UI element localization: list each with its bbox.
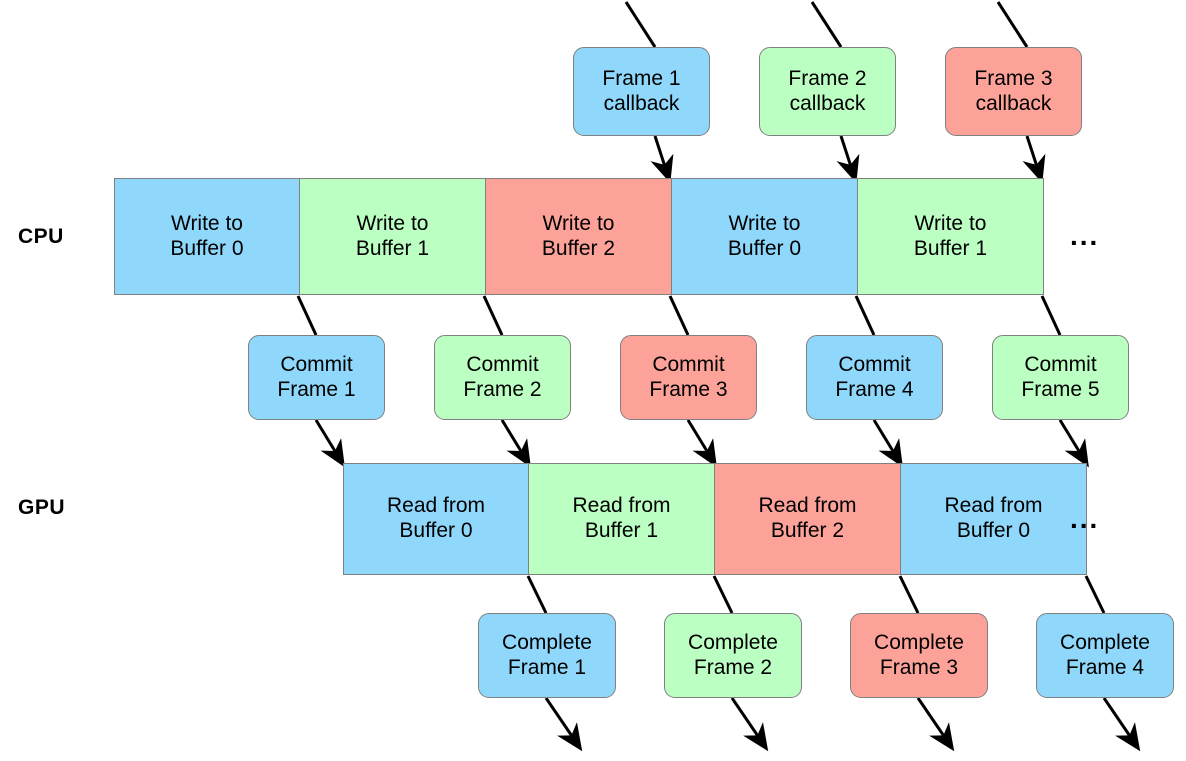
connector-commit-3-to-gpu	[686, 419, 717, 468]
complete-complete-frame-1[interactable]: Complete Frame 1	[478, 613, 616, 698]
gpu-segment-label: Read from Buffer 0	[386, 494, 486, 542]
connector-into-frame-2-callback	[810, 1, 843, 48]
connector-frame-2-callback-to-cpu	[836, 135, 860, 184]
connector-gpu-seg-2-to-complete-2	[712, 575, 734, 614]
connector-cpu-seg-4-to-commit-4	[854, 295, 876, 336]
commit-label: Commit Frame 5	[1021, 352, 1100, 401]
complete-label: Complete Frame 2	[688, 630, 778, 679]
complete-label: Complete Frame 4	[1060, 630, 1150, 679]
frame-callback-frame-3-callback[interactable]: Frame 3 callback	[945, 47, 1082, 136]
complete-label: Complete Frame 3	[874, 630, 964, 679]
cpu-segment-label: Write to Buffer 2	[541, 211, 616, 260]
connector-complete-4-out	[1102, 697, 1141, 752]
commit-label: Commit Frame 2	[463, 352, 542, 401]
cpu-segment-5-buffer-1[interactable]: Write to Buffer 1	[858, 178, 1044, 295]
frame-callback-frame-2-callback[interactable]: Frame 2 callback	[759, 47, 896, 136]
cpu-segment-3-buffer-2[interactable]: Write to Buffer 2	[486, 178, 672, 295]
frame-callback-label: Frame 3 callback	[974, 66, 1053, 115]
connector-complete-2-out	[730, 697, 769, 752]
gpu-segment-label: Read from Buffer 1	[572, 494, 671, 542]
connector-into-frame-1-callback	[624, 1, 657, 48]
connector-gpu-seg-1-to-complete-1	[526, 575, 548, 614]
frame-callback-frame-1-callback[interactable]: Frame 1 callback	[573, 47, 710, 136]
complete-complete-frame-4[interactable]: Complete Frame 4	[1036, 613, 1174, 698]
cpu-segment-label: Write to Buffer 0	[170, 211, 244, 260]
connector-frame-1-callback-to-cpu	[650, 135, 674, 184]
commit-commit-frame-2[interactable]: Commit Frame 2	[434, 335, 571, 420]
gpu-segment-1-buffer-0[interactable]: Read from Buffer 0	[343, 463, 529, 575]
complete-label: Complete Frame 1	[502, 630, 592, 679]
complete-complete-frame-2[interactable]: Complete Frame 2	[664, 613, 802, 698]
gpu-segment-label: Read from Buffer 0	[944, 494, 1043, 542]
gpu-segment-3-buffer-2[interactable]: Read from Buffer 2	[715, 463, 901, 575]
commit-commit-frame-4[interactable]: Commit Frame 4	[806, 335, 943, 420]
frame-callback-label: Frame 2 callback	[788, 66, 867, 115]
connector-gpu-seg-4-to-complete-4	[1084, 575, 1106, 614]
gpu-segment-4-buffer-0[interactable]: Read from Buffer 0	[901, 463, 1087, 575]
complete-complete-frame-3[interactable]: Complete Frame 3	[850, 613, 988, 698]
cpu-segment-1-buffer-0[interactable]: Write to Buffer 0	[114, 178, 300, 295]
connector-cpu-seg-3-to-commit-3	[668, 295, 690, 336]
connector-complete-3-out	[916, 697, 955, 752]
cpu-continuation-ellipsis: ...	[1070, 220, 1100, 251]
connector-commit-5-to-gpu	[1058, 419, 1089, 468]
commit-label: Commit Frame 1	[277, 352, 356, 401]
lane-label-gpu: GPU	[18, 496, 66, 519]
connector-complete-1-out	[544, 697, 583, 752]
commit-label: Commit Frame 3	[649, 352, 728, 401]
cpu-segment-2-buffer-1[interactable]: Write to Buffer 1	[300, 178, 486, 295]
frame-callback-label: Frame 1 callback	[602, 66, 681, 115]
connector-commit-1-to-gpu	[314, 419, 345, 468]
cpu-segment-4-buffer-0[interactable]: Write to Buffer 0	[672, 178, 858, 295]
cpu-segment-label: Write to Buffer 1	[355, 211, 430, 260]
connector-commit-2-to-gpu	[500, 419, 531, 468]
cpu-segment-label: Write to Buffer 1	[913, 211, 988, 260]
connector-gpu-seg-3-to-complete-3	[898, 575, 920, 614]
gpu-continuation-ellipsis: ...	[1070, 503, 1100, 534]
cpu-segment-label: Write to Buffer 0	[727, 211, 802, 260]
connector-cpu-seg-1-to-commit-1	[296, 295, 318, 336]
commit-commit-frame-5[interactable]: Commit Frame 5	[992, 335, 1129, 420]
gpu-segment-2-buffer-1[interactable]: Read from Buffer 1	[529, 463, 715, 575]
connector-commit-4-to-gpu	[872, 419, 903, 468]
connector-frame-3-callback-to-cpu	[1022, 135, 1046, 184]
connector-into-frame-3-callback	[996, 1, 1029, 48]
commit-commit-frame-1[interactable]: Commit Frame 1	[248, 335, 385, 420]
gpu-segment-label: Read from Buffer 2	[758, 494, 857, 542]
connector-cpu-seg-2-to-commit-2	[482, 295, 504, 336]
commit-commit-frame-3[interactable]: Commit Frame 3	[620, 335, 757, 420]
commit-label: Commit Frame 4	[835, 352, 914, 401]
lane-label-cpu: CPU	[18, 225, 64, 248]
connector-cpu-seg-5-to-commit-5	[1040, 295, 1062, 336]
